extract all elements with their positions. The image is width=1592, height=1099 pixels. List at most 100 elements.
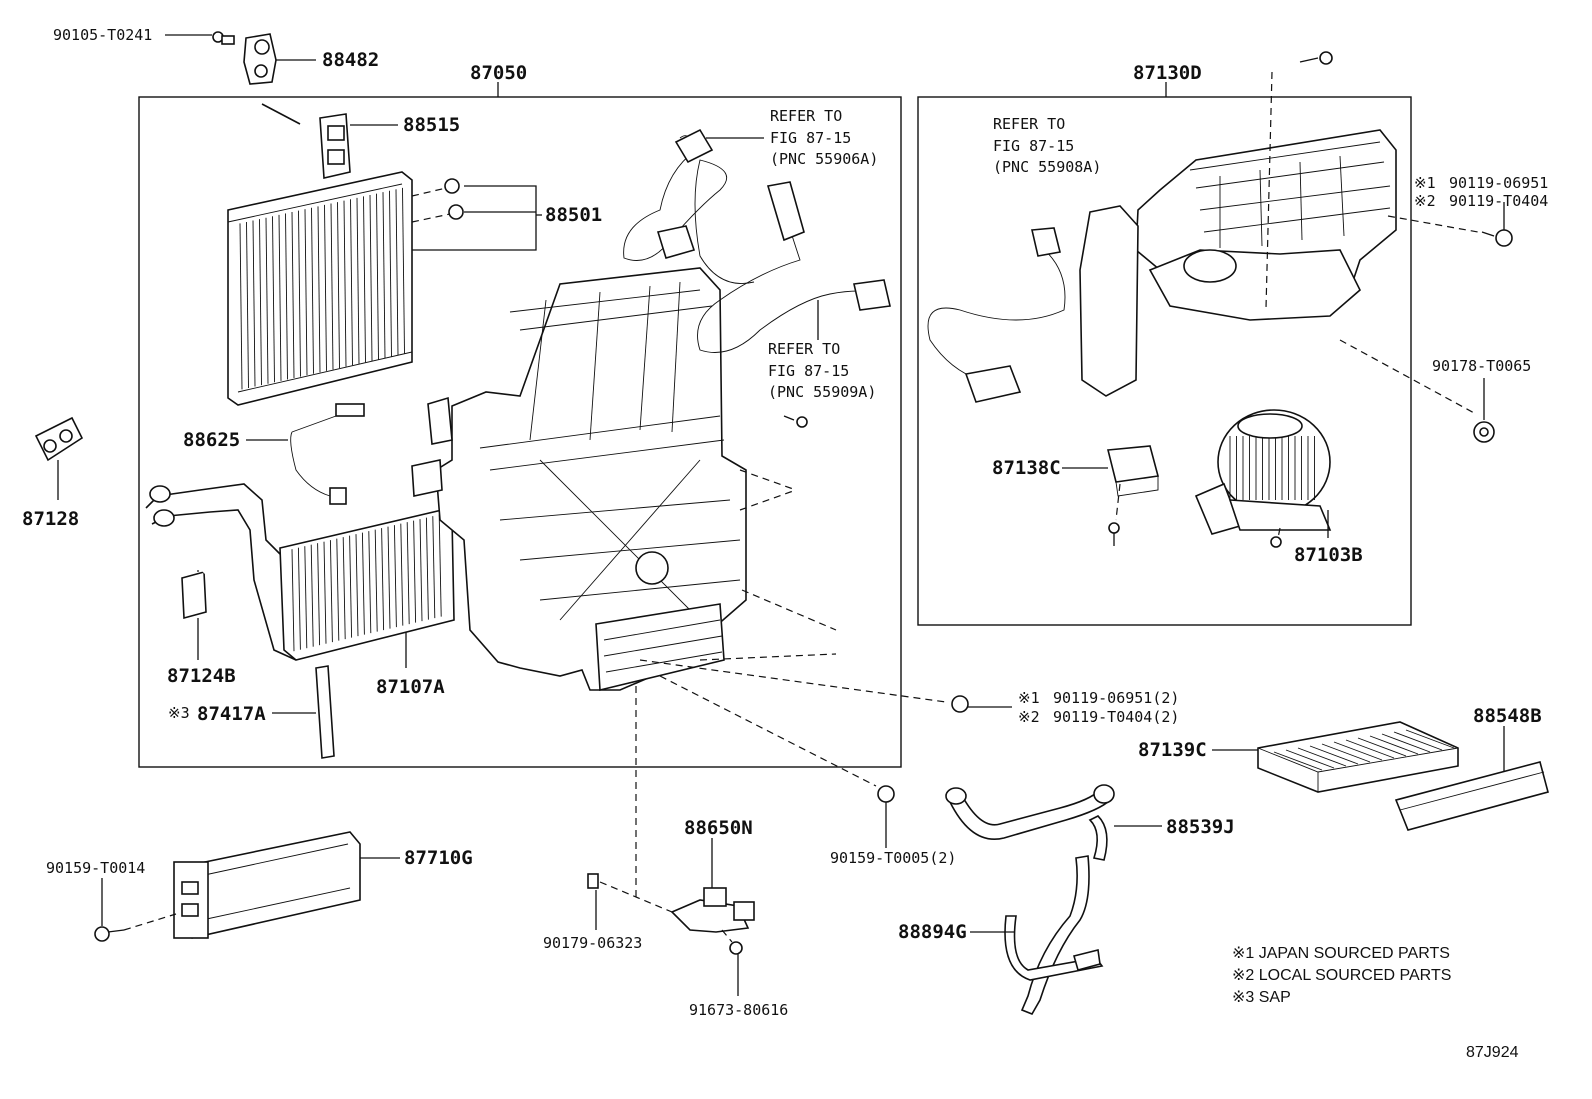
fin-line	[1285, 749, 1335, 769]
part-90178-nut[interactable]	[1473, 378, 1495, 443]
refer-55906a-line3: (PNC 55906A)	[770, 150, 878, 168]
part-87128-grommet[interactable]	[34, 416, 84, 500]
wire-harness-55908a[interactable]	[927, 227, 1066, 403]
refer-55906a-line2: FIG 87-15	[770, 129, 851, 147]
part-hvac-case	[411, 267, 747, 692]
label-87107a[interactable]: 87107A	[376, 676, 445, 698]
fin-line	[356, 197, 360, 364]
label-88625[interactable]: 88625	[183, 429, 240, 451]
label-88515[interactable]: 88515	[403, 114, 460, 136]
fin-line	[317, 543, 321, 646]
label-87128[interactable]: 87128	[22, 508, 79, 530]
fin-line	[1333, 741, 1383, 761]
fin-line	[374, 529, 378, 632]
label-90105-t0241[interactable]: 90105-T0241	[53, 26, 152, 44]
fin-line	[298, 210, 301, 377]
legend: ※1 JAPAN SOURCED PARTS ※2 LOCAL SOURCED …	[1232, 945, 1451, 1006]
fin-line	[382, 192, 386, 359]
label-87050[interactable]: 87050	[470, 62, 527, 84]
part-87417a-seal[interactable]	[272, 665, 335, 759]
fin-line	[355, 534, 359, 637]
label-88650n[interactable]: 88650N	[684, 817, 753, 839]
label-91673-80616[interactable]: 91673-80616	[689, 1001, 788, 1019]
fin-line	[291, 549, 295, 652]
label-87710g[interactable]: 87710G	[404, 847, 473, 869]
fin-line	[246, 221, 249, 388]
part-88515-expansion-valve[interactable]	[261, 103, 398, 179]
fin-line	[1345, 739, 1395, 759]
part-88501-evaporator[interactable]	[227, 171, 542, 406]
part-87138c-resistor[interactable]	[1062, 445, 1160, 546]
part-87103b-blower-motor[interactable]	[1194, 409, 1332, 548]
part-88482-bracket[interactable]	[243, 33, 316, 85]
part-90119-screw-right[interactable]	[1481, 202, 1513, 247]
part-88539j-hose[interactable]	[945, 784, 1162, 861]
part-90179-clip[interactable]	[587, 686, 673, 930]
label-88482[interactable]: 88482	[322, 49, 379, 71]
label-90159-t0005-2[interactable]: 90159-T0005(2)	[830, 849, 956, 867]
part-88650n-amplifier[interactable]	[670, 838, 755, 996]
screw-inside-case[interactable]	[783, 415, 808, 428]
fin-line	[363, 196, 366, 363]
label-90178-t0065[interactable]: 90178-T0065	[1432, 357, 1531, 375]
fin-line	[425, 517, 429, 620]
fin-line	[413, 520, 417, 623]
part-88894g-hose[interactable]	[970, 855, 1104, 1016]
fin-line	[342, 537, 346, 640]
fin-line	[278, 214, 282, 381]
fin-line	[368, 531, 372, 634]
fin-line	[361, 532, 365, 635]
label-87138c[interactable]: 87138C	[992, 457, 1061, 479]
fin-line	[432, 516, 436, 619]
blower-fins	[1229, 436, 1315, 500]
label-90179-06323[interactable]: 90179-06323	[543, 934, 642, 952]
fin-line	[337, 202, 340, 369]
label-87130d[interactable]: 87130D	[1133, 62, 1202, 84]
legend-item-2: ※2 LOCAL SOURCED PARTS	[1232, 967, 1451, 984]
part-88548b-cover[interactable]	[1394, 726, 1549, 831]
screw-top-blower[interactable]	[1299, 51, 1333, 65]
part-87107a-heater-core[interactable]	[145, 483, 455, 668]
label-90119-t0404-right[interactable]: 90119-T0404	[1449, 192, 1548, 210]
fin-line	[310, 544, 314, 647]
fin-line	[323, 541, 327, 644]
label-90119-06951-2[interactable]: 90119-06951(2)	[1053, 689, 1179, 707]
heater-core-fins	[291, 514, 442, 652]
fin-line	[419, 519, 423, 622]
mark-1-center: ※1	[1018, 689, 1040, 707]
label-88894g[interactable]: 88894G	[898, 921, 967, 943]
label-90119-06951-right[interactable]: 90119-06951	[1449, 174, 1548, 192]
part-88625-sensor[interactable]	[246, 403, 365, 505]
label-88539j[interactable]: 88539J	[1166, 816, 1235, 838]
label-90119-t0404-2[interactable]: 90119-T0404(2)	[1053, 708, 1179, 726]
part-90105-screw[interactable]	[165, 31, 235, 45]
part-blower-case	[1079, 129, 1397, 397]
part-87710g-heater[interactable]	[123, 831, 400, 939]
fin-line	[1273, 751, 1323, 771]
fin-line	[395, 189, 399, 356]
assembly-box-87050	[138, 96, 902, 768]
part-90159-t0014-screw[interactable]	[94, 878, 125, 942]
label-87417a[interactable]: 87417A	[197, 703, 266, 725]
wire-harness-55906a[interactable]	[623, 128, 764, 284]
label-87124b[interactable]: 87124B	[167, 665, 236, 687]
fin-line	[1381, 733, 1431, 753]
fin-line	[349, 535, 353, 638]
label-88548b[interactable]: 88548B	[1473, 705, 1542, 727]
label-90159-t0014[interactable]: 90159-T0014	[46, 859, 145, 877]
part-90119-screw-center[interactable]	[951, 695, 1012, 713]
label-87139c[interactable]: 87139C	[1138, 739, 1207, 761]
refer-55906a-line1: REFER TO	[770, 107, 842, 125]
label-87103b[interactable]: 87103B	[1294, 544, 1363, 566]
fin-line	[369, 194, 373, 361]
part-90159-screw-center[interactable]	[877, 785, 895, 848]
legend-item-1: ※1 JAPAN SOURCED PARTS	[1232, 945, 1450, 962]
fin-line	[1393, 731, 1443, 751]
fin-line	[252, 220, 256, 387]
wire-harness-55909a[interactable]	[697, 181, 891, 353]
part-87139c-filter[interactable]	[1212, 721, 1459, 793]
fin-line	[272, 216, 275, 383]
fin-line	[1321, 743, 1371, 763]
assembly-box-87130d	[917, 96, 1412, 626]
label-88501[interactable]: 88501	[545, 204, 602, 226]
